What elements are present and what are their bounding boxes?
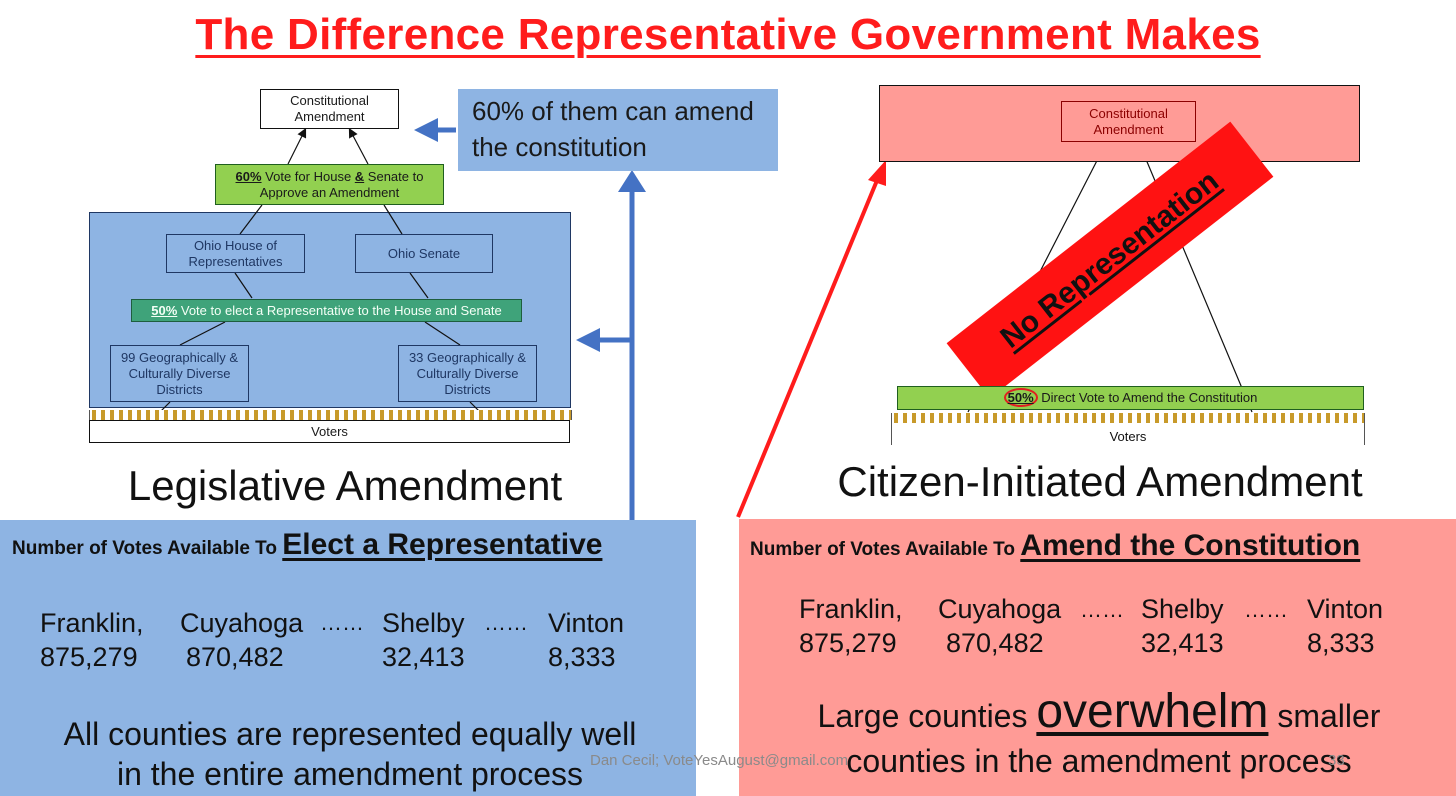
ellipsis: …… [1080, 597, 1124, 622]
county-franklin: Franklin,875,279 [799, 594, 903, 658]
overwhelm-statement: Large counties overwhelm smaller countie… [817, 685, 1381, 780]
direct-vote-box: 50% Direct Vote to Amend the Constitutio… [897, 386, 1364, 410]
elect-representative-vote-box: 50% Vote to elect a Representative to th… [131, 299, 522, 322]
legislative-amendment-caption: Legislative Amendment [127, 462, 563, 509]
representation-statement: All counties are represented equally wel… [63, 716, 637, 792]
ohio-senate-box: Ohio Senate [355, 234, 493, 273]
blue-arrow-left-head [576, 328, 600, 352]
blue-arrow-callout-head [414, 118, 438, 142]
ellipsis: …… [320, 610, 364, 635]
blue-arrow-up-head [618, 170, 646, 192]
left-voter-icons [89, 410, 572, 420]
elect-representative-panel: Number of Votes Available To Elect a Rep… [0, 520, 696, 796]
citizen-initiated-amendment-caption: Citizen-Initiated Amendment [837, 458, 1363, 505]
ohio-house-box: Ohio House of Representatives [166, 234, 305, 273]
elect-representative-heading: Number of Votes Available To Elect a Rep… [12, 528, 603, 561]
page-title: The Difference Representative Government… [195, 10, 1261, 59]
districts-33-box: 33 Geographically & Culturally Diverse D… [398, 345, 537, 402]
left-voters-box: Voters [89, 420, 570, 443]
districts-99-box: 99 Geographically & Culturally Diverse D… [110, 345, 249, 402]
county-franklin: Franklin,875,279 [40, 608, 144, 672]
slide-number: 33 [1328, 752, 1345, 769]
amend-constitution-panel: Number of Votes Available To Amend the C… [739, 519, 1456, 796]
right-constitutional-amendment-box: Constitutional Amendment [1061, 101, 1196, 142]
right-voter-icons [891, 413, 1365, 423]
amend-constitution-heading: Number of Votes Available To Amend the C… [750, 529, 1361, 562]
right-constitution-banner [879, 85, 1360, 162]
left-constitutional-amendment-box: Constitutional Amendment [260, 89, 399, 129]
red-arrow-head [868, 160, 886, 186]
ellipsis: …… [484, 610, 528, 635]
sixty-percent-callout: 60% of them can amend the constitution [458, 89, 778, 171]
footer-credit: Dan Cecil; VoteYesAugust@gmail.com [590, 752, 849, 769]
house-senate-vote-box: 60% Vote for House & Senate to Approve a… [215, 164, 444, 205]
right-voters-bracket: Voters [891, 423, 1365, 445]
ellipsis: …… [1244, 597, 1288, 622]
